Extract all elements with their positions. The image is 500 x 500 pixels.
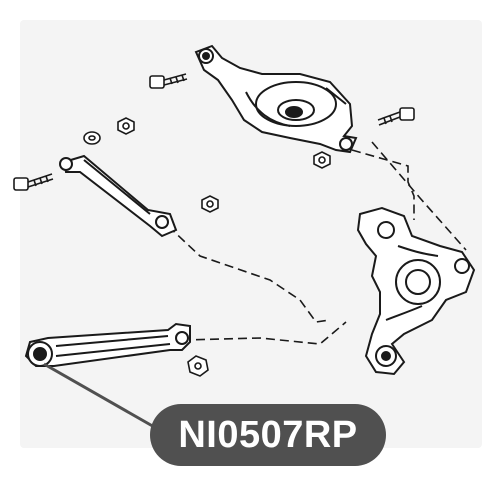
bolt-icon xyxy=(149,73,188,89)
rear-knuckle xyxy=(356,206,476,376)
upper-arm-fasteners xyxy=(149,73,415,169)
toe-link-rod xyxy=(59,154,178,238)
nut-icon xyxy=(313,151,331,169)
bolt-icon xyxy=(13,173,54,191)
nut-icon xyxy=(201,195,219,213)
nut-icon xyxy=(187,355,209,377)
part-number-badge: NI0507RP xyxy=(150,404,386,466)
part-number-text: NI0507RP xyxy=(178,413,358,456)
lower-link xyxy=(24,322,191,367)
toe-link-fasteners xyxy=(13,117,219,213)
bolt-icon xyxy=(377,107,415,126)
lower-link-fasteners xyxy=(187,355,209,377)
washer-icon xyxy=(83,131,101,145)
upper-control-arm xyxy=(194,44,358,154)
nut-icon xyxy=(117,117,135,135)
assembly-dashed-lines xyxy=(167,141,467,345)
callout-leader-line xyxy=(43,362,157,430)
